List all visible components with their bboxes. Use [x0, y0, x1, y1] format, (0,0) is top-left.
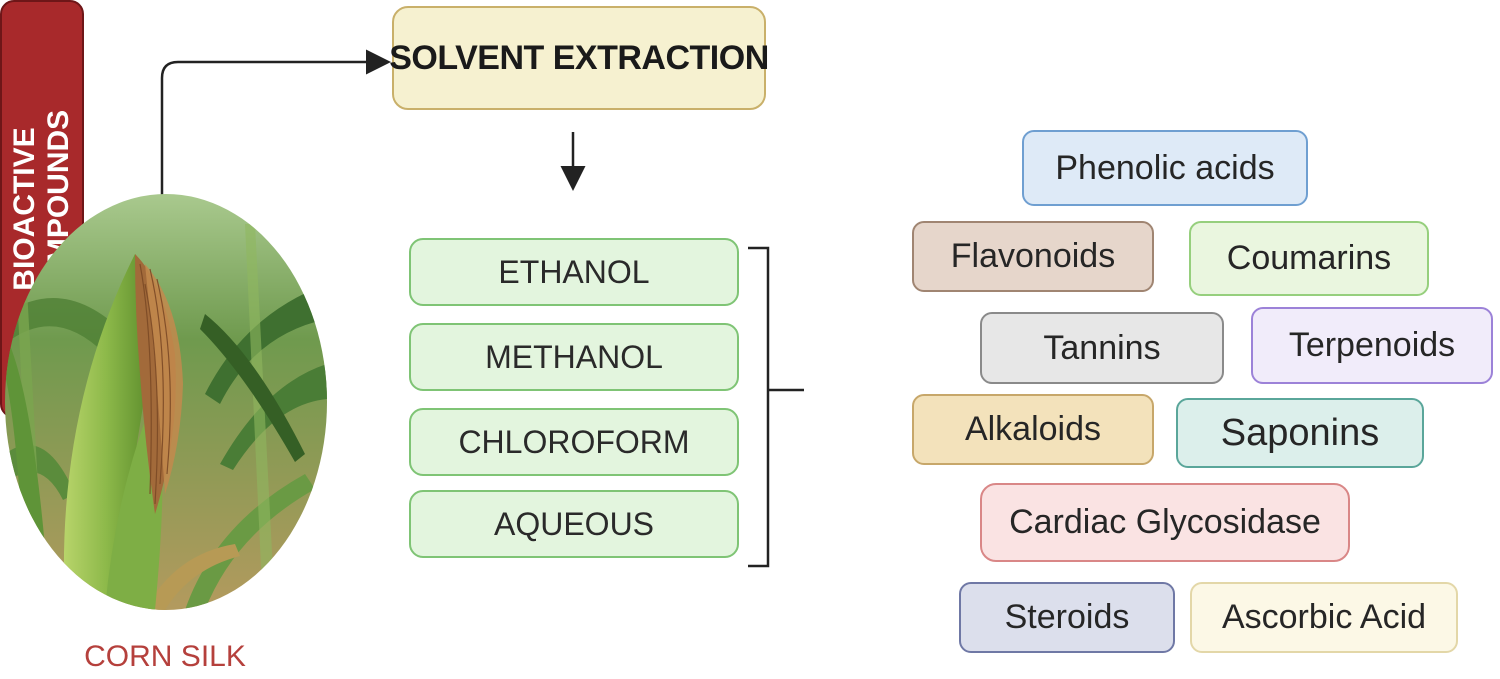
solvent-methanol: METHANOL	[409, 323, 739, 391]
compound-label: Flavonoids	[950, 237, 1116, 275]
compound-ascorbic-acid: Ascorbic Acid	[1190, 582, 1458, 653]
solvent-chloroform: CHLOROFORM	[409, 408, 739, 476]
corn-silk-label: CORN SILK	[84, 640, 246, 673]
compound-label: Terpenoids	[1288, 326, 1456, 364]
compound-label: Phenolic acids	[1055, 148, 1275, 187]
compound-terpenoids: Terpenoids	[1251, 307, 1493, 384]
corn-to-extraction-arrow	[160, 49, 391, 196]
compound-flavonoids: Flavonoids	[912, 221, 1154, 292]
compound-label: Cardiac Glycosidase	[1009, 503, 1321, 541]
compound-tannins: Tannins	[980, 312, 1224, 384]
compound-label: Coumarins	[1226, 239, 1392, 277]
compound-saponins: Saponins	[1176, 398, 1424, 468]
solvent-aqueous: AQUEOUS	[409, 490, 739, 558]
solvent-label: AQUEOUS	[493, 505, 655, 542]
compound-coumarins: Coumarins	[1189, 221, 1429, 296]
solvent-extraction-box: SOLVENT EXTRACTION	[389, 6, 769, 110]
compound-label: Saponins	[1220, 411, 1380, 454]
compound-steroids: Steroids	[959, 582, 1175, 653]
solvent-ethanol: ETHANOL	[409, 238, 739, 306]
corn-silk-image	[5, 194, 327, 610]
compound-phenolic-acids: Phenolic acids	[1022, 130, 1308, 206]
solvent-extraction-label: SOLVENT EXTRACTION	[389, 38, 769, 77]
compound-label: Steroids	[1004, 598, 1130, 636]
solvent-label: CHLOROFORM	[458, 423, 690, 460]
compound-label: Tannins	[1043, 328, 1161, 367]
corn-plant-illustration	[5, 194, 327, 610]
compound-label: Ascorbic Acid	[1221, 598, 1427, 636]
solvent-label: METHANOL	[485, 338, 663, 375]
solvent-label: ETHANOL	[498, 253, 650, 290]
solvent-bracket	[748, 246, 770, 568]
compound-cardiac-glycosidase: Cardiac Glycosidase	[980, 483, 1350, 562]
compound-label: Alkaloids	[964, 410, 1102, 448]
compound-alkaloids: Alkaloids	[912, 394, 1154, 465]
